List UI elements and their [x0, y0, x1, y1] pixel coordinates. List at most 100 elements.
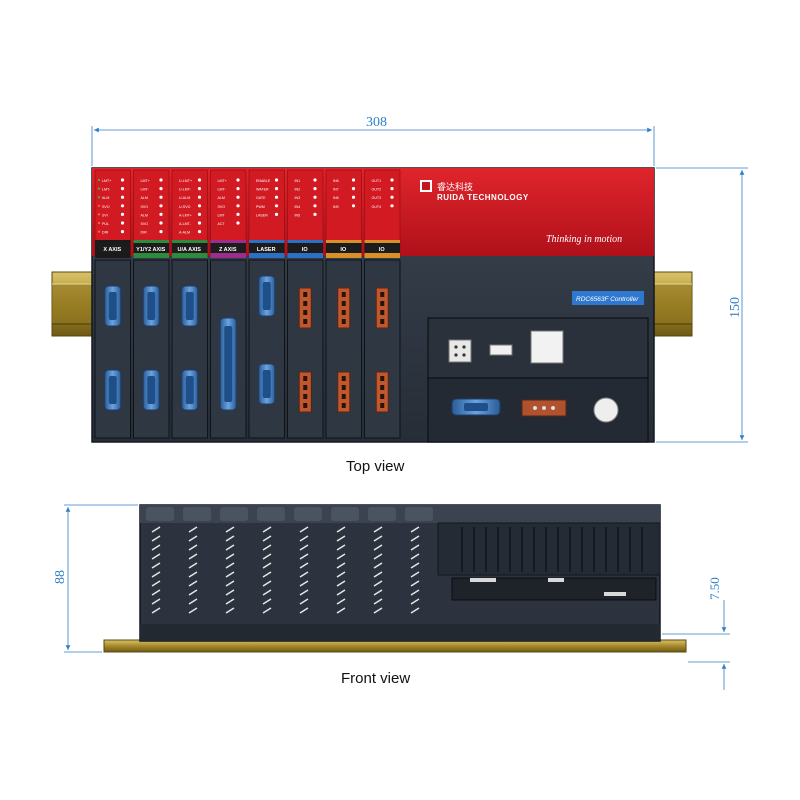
led-icon	[274, 187, 279, 191]
front-vent-column	[405, 507, 433, 614]
led-icon	[236, 221, 240, 225]
led-icon	[236, 195, 240, 199]
led-icon	[120, 230, 125, 234]
front-view: 88 7.50	[53, 504, 730, 690]
led-icon	[236, 212, 240, 216]
front-vent-column	[257, 507, 285, 614]
rail-dimension: 7.50	[707, 577, 722, 600]
height-dimension: 150	[728, 297, 743, 318]
led-label: LASER	[256, 213, 268, 217]
module-bay	[210, 259, 247, 439]
led-label: IN3	[295, 196, 301, 200]
led-icon	[159, 221, 163, 225]
led-label: A-ALM	[179, 231, 190, 235]
led-label: SVO	[141, 205, 149, 209]
led-label: SVO	[218, 205, 226, 209]
led-icon	[390, 195, 394, 199]
module-bay	[133, 259, 170, 439]
led-label: IN4	[295, 205, 301, 209]
led-label: ACT	[218, 222, 226, 226]
led-label: LMT+	[141, 179, 150, 183]
module-label-strip: U-LMT+U-LMT-U-ALMU-SVOA-LMT+A-LMT-A-ALMU…	[171, 169, 208, 258]
led-icon	[274, 212, 279, 216]
led-icon	[313, 204, 317, 208]
module-bay	[248, 259, 285, 439]
led-label: U-SVO	[179, 205, 191, 209]
led-label: ALM	[218, 196, 225, 200]
led-label: IN1	[295, 179, 301, 183]
led-icon	[197, 178, 202, 182]
led-label: ALM	[102, 196, 109, 200]
terminal-block-icon	[337, 287, 351, 329]
led-icon	[313, 212, 317, 216]
module-label: IO	[379, 247, 386, 253]
front-vent-column	[331, 507, 359, 614]
din-rail-front	[103, 639, 687, 653]
led-label: LMT	[218, 213, 226, 217]
led-label: ALM	[141, 213, 148, 217]
led-icon	[236, 187, 240, 191]
led-icon	[390, 187, 394, 191]
led-label: OUT3	[372, 196, 382, 200]
led-label: OUT4	[372, 205, 382, 209]
power-button-icon	[593, 397, 619, 423]
led-icon	[159, 204, 163, 208]
led-icon	[120, 212, 125, 216]
led-icon	[120, 195, 125, 199]
main-unit: RDC6563F Controller	[427, 291, 649, 443]
led-icon	[313, 178, 317, 182]
front-vent-column	[146, 507, 174, 614]
led-icon	[236, 204, 240, 208]
led-label: IN5	[295, 213, 301, 217]
brand-chinese-name: 睿达科技	[437, 181, 473, 193]
led-label: SVO	[102, 205, 110, 209]
led-icon	[120, 178, 125, 182]
led-icon	[197, 195, 202, 199]
terminal-block-icon	[298, 287, 312, 329]
led-icon	[351, 204, 356, 208]
heatsink-area	[437, 522, 661, 576]
led-label: U-LMT+	[179, 179, 192, 183]
front-vent-column	[220, 507, 248, 614]
led-label: IN7	[333, 188, 339, 192]
led-icon	[159, 195, 163, 199]
led-label: LMT+	[102, 179, 111, 183]
led-icon	[159, 178, 163, 182]
led-icon	[236, 178, 240, 182]
ethernet-port	[530, 330, 564, 364]
led-icon	[351, 187, 356, 191]
led-icon	[313, 195, 317, 199]
led-icon	[274, 204, 279, 208]
led-icon	[197, 187, 202, 191]
led-label: IN8	[333, 196, 339, 200]
front-view-caption: Front view	[341, 670, 411, 687]
module-bay	[325, 259, 362, 439]
module-label: IO	[340, 247, 347, 253]
slogan: Thinking in motion	[546, 234, 622, 245]
led-label: LMT-	[218, 188, 227, 192]
led-icon	[197, 212, 202, 216]
led-label: IN9	[333, 205, 339, 209]
led-label: U-ALM	[179, 196, 190, 200]
led-label: SVI	[102, 213, 108, 217]
led-label: SVO	[141, 222, 149, 226]
led-icon	[159, 230, 163, 234]
terminal-block-icon	[375, 287, 389, 329]
led-label: LMT+	[218, 179, 227, 183]
led-label: PUL	[102, 222, 109, 226]
led-icon	[120, 204, 125, 208]
front-vent-column	[183, 507, 211, 614]
led-icon	[120, 187, 125, 191]
module-label: Y1/Y2 AXIS	[136, 247, 165, 253]
module-bay	[364, 259, 401, 439]
led-icon	[120, 221, 125, 225]
usb-port	[489, 344, 513, 356]
terminal-block-icon	[298, 371, 312, 413]
